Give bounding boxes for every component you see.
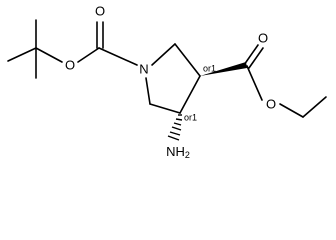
stereo-label-c3: or1 [203, 63, 216, 73]
bond-tbu-methyl-left [7, 47, 37, 62]
stereo-label-c4: or1 [184, 112, 197, 122]
molecule-structure: O O N O O NH2 or1 or1 [7, 3, 327, 160]
bond-c5-n [145, 77, 151, 105]
bond-ch2-ch3 [302, 96, 327, 118]
bond-n-c2 [151, 43, 176, 66]
atom-o-ester-ethyl: O [266, 96, 276, 111]
bond-o-to-carbonyl [77, 47, 100, 63]
atom-o-boc-carbonyl: O [95, 3, 105, 18]
bond-carbonyl-to-n [98, 47, 138, 66]
bond-o-to-ch2 [279, 103, 304, 118]
atom-o-boc-ester: O [65, 57, 75, 72]
bond-c4-c5 [149, 103, 181, 114]
atom-n-ring: N [139, 61, 148, 76]
ethyl-ester-group [243, 44, 327, 118]
pyrrolidine-ring [145, 43, 201, 114]
boc-carbamate [77, 21, 138, 66]
bond-ester-double-2 [248, 47, 264, 69]
bond-c3-c4 [179, 75, 201, 114]
hashed-bond-c4-nh2 [167, 114, 183, 141]
tert-butyl-group [7, 19, 63, 79]
bond-ester-to-o [246, 65, 263, 101]
atom-nh2: NH2 [166, 144, 190, 160]
bond-c2-c3 [174, 43, 201, 77]
wedge-bond-c3-ester [200, 62, 247, 76]
bond-tbu-to-oxygen [35, 47, 63, 63]
atom-o-ester-carbonyl: O [258, 30, 268, 45]
bond-ester-double-1 [243, 44, 259, 66]
